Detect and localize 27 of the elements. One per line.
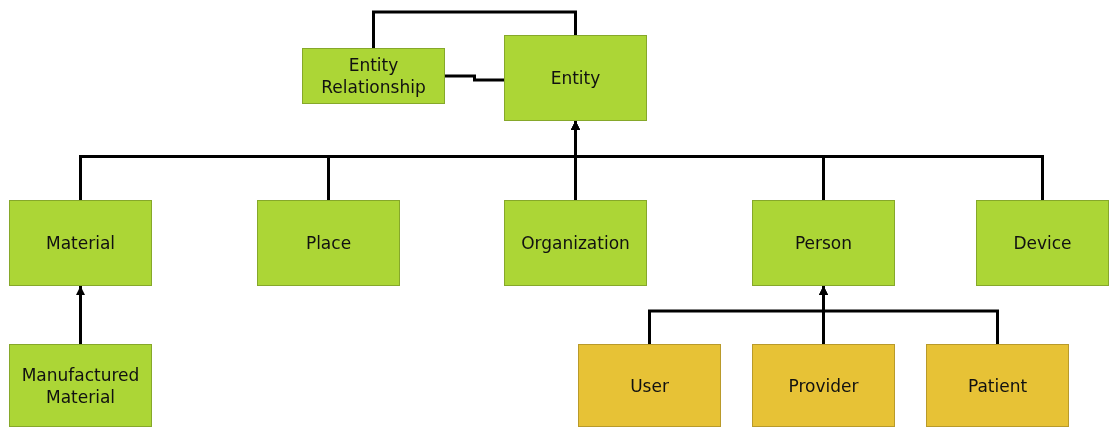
entity-box — [9, 200, 152, 286]
box-label: Entity — [550, 67, 601, 89]
box-label: Manufactured Material — [20, 363, 141, 408]
arrow — [819, 286, 999, 344]
entity-box — [257, 200, 400, 286]
box-label: Provider — [788, 374, 859, 397]
connector-line — [372, 10, 577, 48]
arrow — [76, 286, 85, 344]
entity-box — [976, 200, 1109, 286]
arrow — [571, 121, 1044, 200]
entity-box — [9, 344, 152, 427]
entity-box — [578, 344, 721, 427]
entity-box — [302, 48, 445, 104]
box-label: Patient — [967, 374, 1028, 397]
box-label: Person — [794, 232, 853, 254]
box-label: Entity Relationship — [320, 54, 427, 98]
entity-box — [752, 200, 895, 286]
box-label: User — [630, 374, 669, 397]
connector-line — [445, 74, 504, 82]
entity-box — [926, 344, 1069, 427]
entity-box — [504, 200, 647, 286]
box-label: Device — [1013, 232, 1072, 254]
box-label: Organization — [521, 232, 630, 254]
entity-box — [504, 35, 647, 121]
box-label: Material — [45, 232, 116, 254]
entity-box — [752, 344, 895, 427]
box-label: Place — [305, 232, 352, 254]
